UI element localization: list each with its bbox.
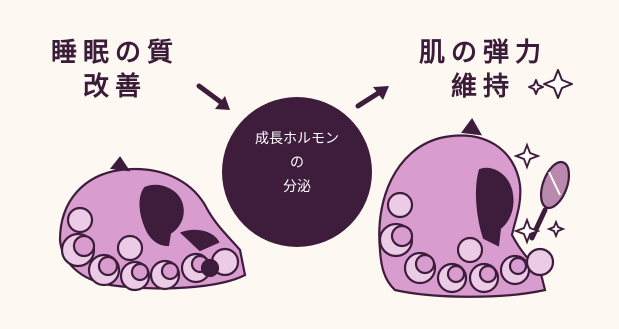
- arrow-icon: [196, 83, 230, 110]
- sparkle-icon: [528, 69, 573, 99]
- growth-hormone-circle: [222, 97, 372, 247]
- sparkle-icon: [513, 142, 566, 245]
- growth-hormone-text: 成長ホルモン の 分泌: [222, 127, 372, 199]
- hand-mirror-icon: [529, 160, 571, 241]
- growth-hormone-line3: 分泌: [283, 179, 311, 195]
- skin-elasticity-label: 肌の弾力 維持: [398, 36, 568, 104]
- arrow-icon: [355, 86, 389, 109]
- skin-elasticity-line2: 維持: [450, 72, 515, 102]
- skin-elasticity-line1: 肌の弾力: [418, 38, 547, 68]
- sleeping-woman-illustration: [58, 156, 247, 292]
- woman-with-mirror-illustration: [378, 118, 571, 298]
- growth-hormone-line2: の: [290, 155, 304, 171]
- growth-hormone-line1: 成長ホルモン: [255, 131, 339, 147]
- sleep-quality-line2: 改善: [82, 72, 147, 102]
- sleep-quality-label: 睡眠の質 改善: [30, 36, 200, 104]
- sleep-quality-line1: 睡眠の質: [50, 38, 179, 68]
